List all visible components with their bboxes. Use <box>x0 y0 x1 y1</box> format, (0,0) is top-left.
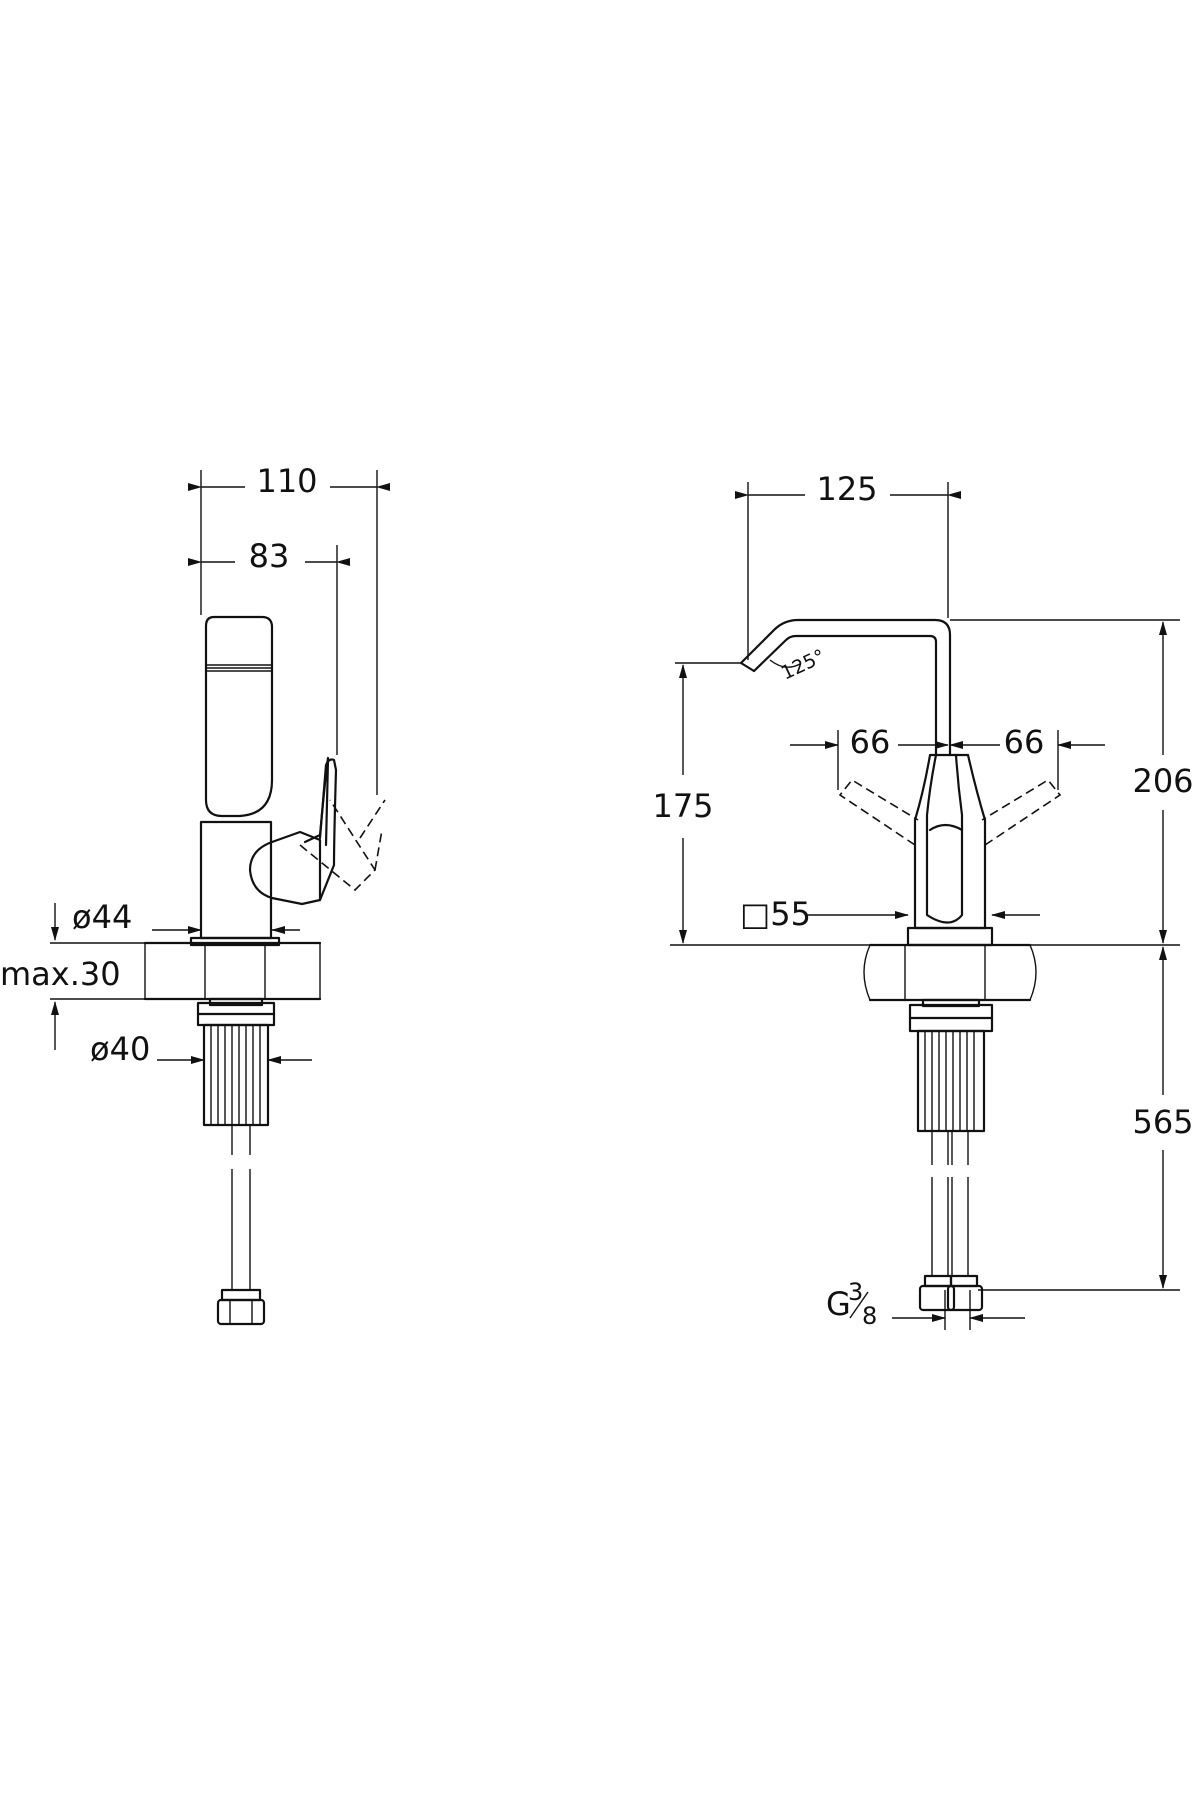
dim-hose-length: 565 <box>1132 1103 1193 1141</box>
faucet-body-front <box>838 753 1062 947</box>
dim-base-square: □55 <box>740 895 811 933</box>
spout-angle-label: 125° <box>778 645 829 684</box>
dim-lever-83: 83 <box>249 537 290 575</box>
faucet-body-side <box>189 615 386 947</box>
shank-front <box>908 998 994 1312</box>
thread-size-label: G 3 8 <box>826 1278 877 1330</box>
side-view: 110 83 ø44 max.30 ø40 <box>0 462 390 1326</box>
front-view: 125° <box>652 470 1194 1330</box>
dim-shank-diameter: ø40 <box>90 1030 150 1068</box>
dim-counter-thickness: max.30 <box>0 955 121 993</box>
svg-text:G: G <box>826 1285 851 1323</box>
dim-side-width-110: 110 <box>256 462 317 500</box>
shank-side <box>196 997 276 1326</box>
svg-text:8: 8 <box>862 1302 877 1330</box>
dim-outlet-height: 175 <box>652 787 713 825</box>
dim-lever-left: 66 <box>850 723 891 761</box>
spout-front: 125° <box>739 618 952 757</box>
countertop-section-front <box>863 943 1037 1002</box>
dim-spout-reach: 125 <box>816 470 877 508</box>
dim-lever-right: 66 <box>1004 723 1045 761</box>
dim-body-diameter: ø44 <box>72 898 132 936</box>
dim-total-height: 206 <box>1132 762 1193 800</box>
svg-text:3: 3 <box>848 1278 863 1306</box>
countertop-section <box>143 941 322 1001</box>
